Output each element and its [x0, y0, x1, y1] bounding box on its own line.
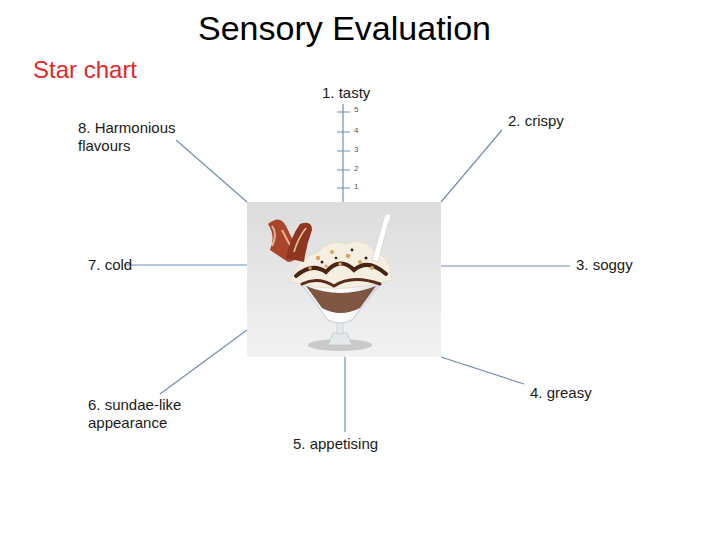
axis-label: 2. crispy — [508, 112, 564, 130]
axis-label: 5. appetising — [293, 435, 378, 453]
chart-title: Sensory Evaluation — [198, 8, 491, 49]
axis-label: 7. cold — [88, 256, 132, 274]
scale-number: 2 — [354, 164, 358, 174]
scale-ticks — [337, 112, 350, 188]
chart-type: Star chart — [33, 56, 137, 85]
axis-label: 3. soggy — [576, 256, 633, 274]
axis-label: 4. greasy — [530, 384, 592, 402]
spokes — [124, 104, 570, 432]
sundae-photo — [247, 202, 441, 357]
scale-number: 3 — [354, 145, 358, 155]
scale-number: 4 — [354, 126, 358, 136]
scale-number: 5 — [354, 105, 358, 115]
axis-label: 1. tasty — [322, 84, 370, 102]
axis-label: 6. sundae-like appearance — [88, 396, 218, 432]
axis-label: 8. Harmonious flavours — [78, 119, 200, 155]
scale-number: 1 — [354, 182, 358, 192]
